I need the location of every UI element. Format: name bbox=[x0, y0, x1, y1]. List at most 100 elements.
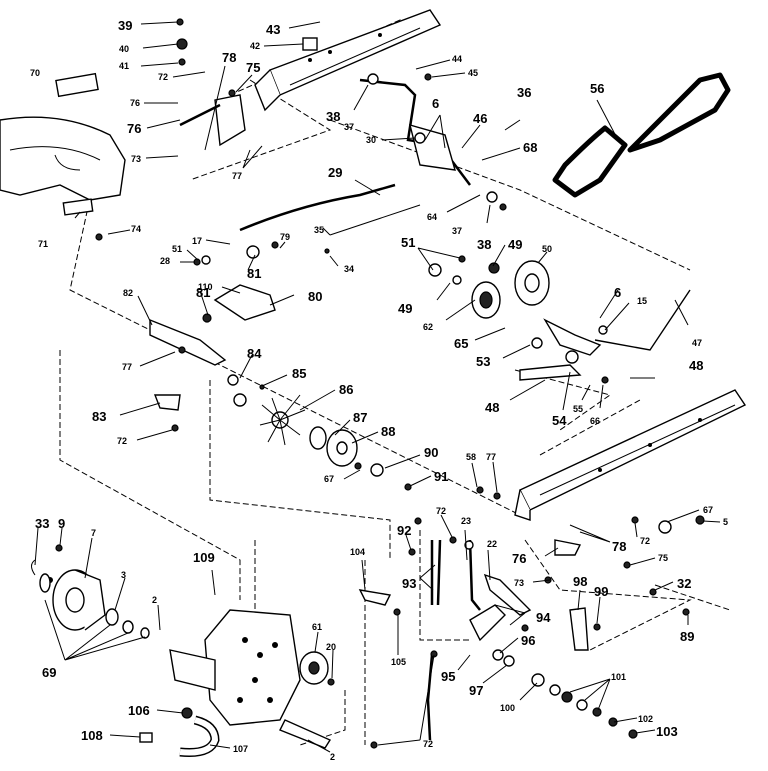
label-30: 30 bbox=[366, 135, 376, 145]
label-78b: 78 bbox=[612, 539, 626, 554]
label-73b: 73 bbox=[514, 578, 524, 588]
label-51a: 51 bbox=[172, 244, 182, 254]
label-2a: 2 bbox=[152, 595, 157, 605]
label-17: 17 bbox=[192, 236, 202, 246]
label-6a: 6 bbox=[432, 96, 439, 111]
label-48a: 48 bbox=[689, 358, 703, 373]
label-92: 92 bbox=[397, 523, 411, 538]
label-88: 88 bbox=[381, 424, 395, 439]
label-85: 85 bbox=[292, 366, 306, 381]
label-46: 46 bbox=[473, 111, 487, 126]
label-86: 86 bbox=[339, 382, 353, 397]
label-77c: 77 bbox=[486, 452, 496, 462]
label-28: 28 bbox=[160, 256, 170, 266]
label-72c: 72 bbox=[436, 506, 446, 516]
dashed-outlines bbox=[59, 19, 731, 746]
label-70: 70 bbox=[30, 68, 40, 78]
label-34: 34 bbox=[344, 264, 354, 274]
label-9: 9 bbox=[58, 516, 65, 531]
label-68: 68 bbox=[523, 140, 537, 155]
label-6b: 6 bbox=[614, 285, 621, 300]
label-76b: 76 bbox=[127, 121, 141, 136]
label-69: 69 bbox=[42, 665, 56, 680]
label-5: 5 bbox=[723, 517, 728, 527]
label-93: 93 bbox=[402, 576, 416, 591]
frame-rail-right bbox=[514, 389, 747, 521]
cooling-fan bbox=[259, 394, 306, 446]
label-81a: 81 bbox=[247, 266, 261, 281]
frame-rail-top bbox=[254, 9, 442, 112]
label-78a: 78 bbox=[222, 50, 236, 65]
label-79: 79 bbox=[280, 232, 290, 242]
label-87: 87 bbox=[353, 410, 367, 425]
label-41: 41 bbox=[119, 61, 129, 71]
label-104: 104 bbox=[350, 547, 365, 557]
label-32: 32 bbox=[677, 576, 691, 591]
label-80: 80 bbox=[308, 289, 322, 304]
label-71: 71 bbox=[38, 239, 48, 249]
label-55: 55 bbox=[573, 404, 583, 414]
label-38b: 38 bbox=[477, 237, 491, 252]
label-44: 44 bbox=[452, 54, 462, 64]
label-42: 42 bbox=[250, 41, 260, 51]
label-58: 58 bbox=[466, 452, 476, 462]
label-56: 56 bbox=[590, 81, 604, 96]
label-33: 33 bbox=[35, 516, 49, 531]
label-49b: 49 bbox=[398, 301, 412, 316]
label-51b: 51 bbox=[401, 235, 415, 250]
label-22: 22 bbox=[487, 539, 497, 549]
label-39: 39 bbox=[118, 18, 132, 33]
label-81b: 81 bbox=[196, 285, 210, 300]
label-43: 43 bbox=[266, 22, 280, 37]
label-36: 36 bbox=[517, 85, 531, 100]
label-100: 100 bbox=[500, 703, 515, 713]
label-38a: 38 bbox=[326, 109, 340, 124]
label-84: 84 bbox=[247, 346, 262, 361]
label-48b: 48 bbox=[485, 400, 499, 415]
label-20: 20 bbox=[326, 642, 336, 652]
label-37b: 37 bbox=[452, 226, 462, 236]
label-75b: 75 bbox=[658, 553, 668, 563]
label-107: 107 bbox=[233, 744, 248, 754]
label-64: 64 bbox=[427, 212, 437, 222]
label-67a: 67 bbox=[324, 474, 334, 484]
label-76a: 76 bbox=[130, 98, 140, 108]
label-2b: 2 bbox=[330, 752, 335, 762]
label-72e: 72 bbox=[423, 739, 433, 749]
label-47: 47 bbox=[692, 338, 702, 348]
label-37a: 37 bbox=[344, 122, 354, 132]
label-72b: 72 bbox=[117, 436, 127, 446]
label-72a: 72 bbox=[158, 72, 168, 82]
label-108: 108 bbox=[81, 728, 103, 743]
label-89: 89 bbox=[680, 629, 694, 644]
body-panel bbox=[0, 116, 126, 201]
label-23: 23 bbox=[461, 516, 471, 526]
label-73a: 73 bbox=[131, 154, 141, 164]
label-109: 109 bbox=[193, 550, 215, 565]
label-53: 53 bbox=[476, 354, 490, 369]
label-74: 74 bbox=[131, 224, 141, 234]
label-75a: 75 bbox=[246, 60, 260, 75]
label-54: 54 bbox=[552, 413, 567, 428]
label-110: 110 bbox=[198, 282, 213, 292]
label-105: 105 bbox=[391, 657, 406, 667]
label-7: 7 bbox=[91, 528, 96, 538]
label-35: 35 bbox=[314, 225, 324, 235]
label-82: 82 bbox=[123, 288, 133, 298]
hose bbox=[139, 715, 220, 757]
leader-lines bbox=[34, 21, 721, 753]
label-77b: 77 bbox=[122, 362, 132, 372]
wheel-hub bbox=[31, 559, 150, 639]
brake-linkage bbox=[358, 539, 589, 741]
label-91: 91 bbox=[434, 469, 448, 484]
label-65: 65 bbox=[454, 336, 468, 351]
label-103: 103 bbox=[656, 724, 678, 739]
label-67b: 67 bbox=[703, 505, 713, 515]
label-15: 15 bbox=[637, 296, 647, 306]
part-labels: 39 40 41 43 42 44 45 70 72 78 75 76 76 7… bbox=[30, 18, 728, 762]
shift-linkage bbox=[55, 72, 691, 411]
label-83: 83 bbox=[92, 409, 106, 424]
label-96: 96 bbox=[521, 633, 535, 648]
label-40: 40 bbox=[119, 44, 129, 54]
